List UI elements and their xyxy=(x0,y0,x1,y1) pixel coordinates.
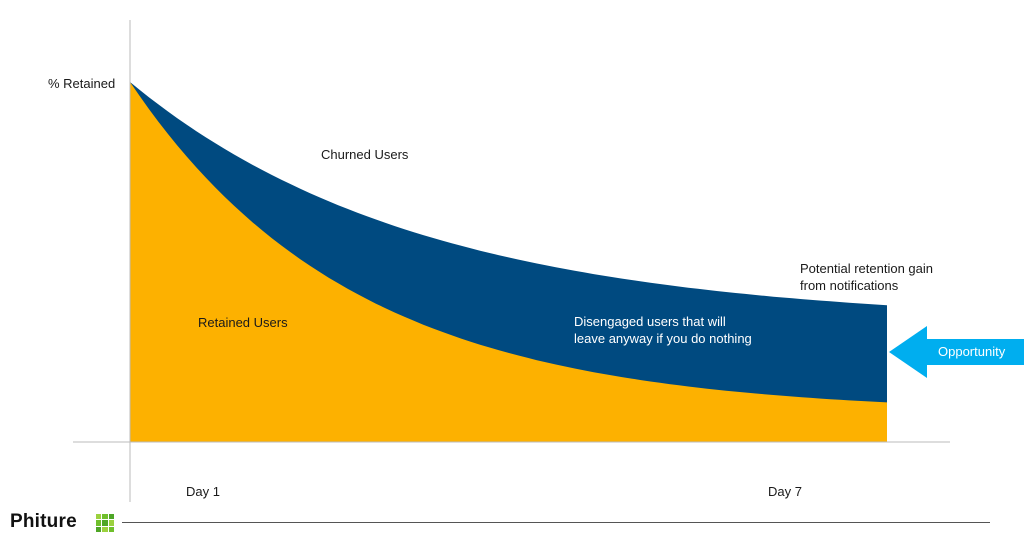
logo-square xyxy=(102,514,108,520)
logo-square xyxy=(96,520,102,526)
brand-logo-icon xyxy=(96,514,114,532)
retention-gain-label-line2: from notifications xyxy=(800,278,899,293)
x-tick-day7: Day 7 xyxy=(768,484,802,499)
churned-users-label: Churned Users xyxy=(321,147,409,162)
retention-gain-label-line1: Potential retention gain xyxy=(800,261,933,276)
logo-square xyxy=(102,520,108,526)
disengaged-users-label-line1: Disengaged users that will xyxy=(574,314,726,329)
brand-logo-text: Phiture xyxy=(10,511,77,532)
logo-square xyxy=(108,520,114,526)
opportunity-label: Opportunity xyxy=(938,344,1006,359)
retained-users-label: Retained Users xyxy=(198,315,288,330)
retained-users-area xyxy=(130,82,887,442)
opportunity-arrow-icon xyxy=(889,326,1024,378)
logo-square xyxy=(96,526,102,532)
footer-divider xyxy=(122,522,990,523)
logo-square xyxy=(108,514,114,520)
y-axis-label: % Retained xyxy=(48,76,115,91)
logo-square xyxy=(108,526,114,532)
x-tick-day1: Day 1 xyxy=(186,484,220,499)
logo-square xyxy=(96,514,102,520)
logo-square xyxy=(102,526,108,532)
disengaged-users-label-line2: leave anyway if you do nothing xyxy=(574,331,752,346)
